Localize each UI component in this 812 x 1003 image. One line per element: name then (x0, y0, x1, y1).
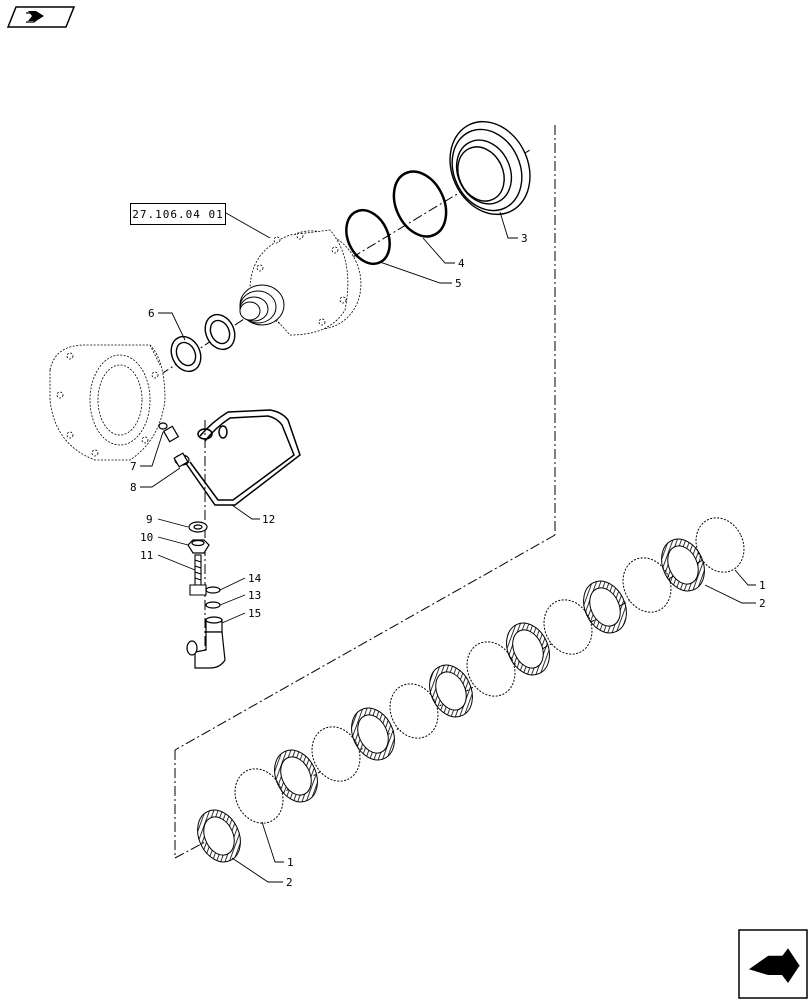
clutch-disc-stack (197, 517, 745, 863)
seal-ring-part-5 (345, 209, 391, 265)
piston-part-3 (449, 120, 531, 216)
differential-housing (249, 229, 362, 336)
previous-page-button[interactable] (6, 5, 76, 29)
lubrication-pipe-part-12 (184, 409, 301, 506)
next-page-button[interactable] (738, 929, 808, 999)
callout-9: 9 (146, 513, 153, 526)
callout-7: 7 (130, 460, 137, 473)
callout-12: 12 (262, 513, 275, 526)
callout-2-lower: 2 (286, 876, 293, 889)
elbow-fitting-part-15 (186, 616, 226, 669)
callout-8: 8 (130, 481, 137, 494)
housing-axis-line (289, 149, 531, 296)
callout-6: 6 (148, 307, 155, 320)
assembly-line-diagonal (174, 534, 556, 751)
spline-hub (239, 284, 285, 326)
reference-link-box[interactable]: 27.106.04 01 (130, 203, 226, 225)
nut-part-10 (187, 539, 210, 554)
callout-2-upper: 2 (759, 597, 766, 610)
washer-part-9 (188, 521, 208, 533)
callout-3: 3 (521, 232, 528, 245)
bolt-part-11 (189, 554, 207, 596)
leader-lines (140, 211, 756, 883)
callout-5: 5 (455, 277, 462, 290)
callout-10: 10 (140, 531, 153, 544)
callout-4: 4 (458, 257, 465, 270)
callout-1-upper: 1 (759, 579, 766, 592)
callout-13: 13 (248, 589, 261, 602)
arrow-back-icon (6, 6, 76, 28)
bearing-ring-part-6 (170, 313, 236, 373)
arrow-forward-icon (738, 929, 808, 999)
callout-15: 15 (248, 607, 261, 620)
callout-1-lower: 1 (287, 856, 294, 869)
fitting-part-8 (173, 452, 190, 468)
fitting-part-7 (158, 422, 180, 443)
o-ring-part-13 (205, 601, 221, 609)
callout-14: 14 (248, 572, 262, 585)
axle-housing (49, 344, 166, 461)
callout-11: 11 (140, 549, 153, 562)
seal-ring-part-4 (392, 170, 448, 238)
o-ring-part-14 (205, 586, 221, 594)
